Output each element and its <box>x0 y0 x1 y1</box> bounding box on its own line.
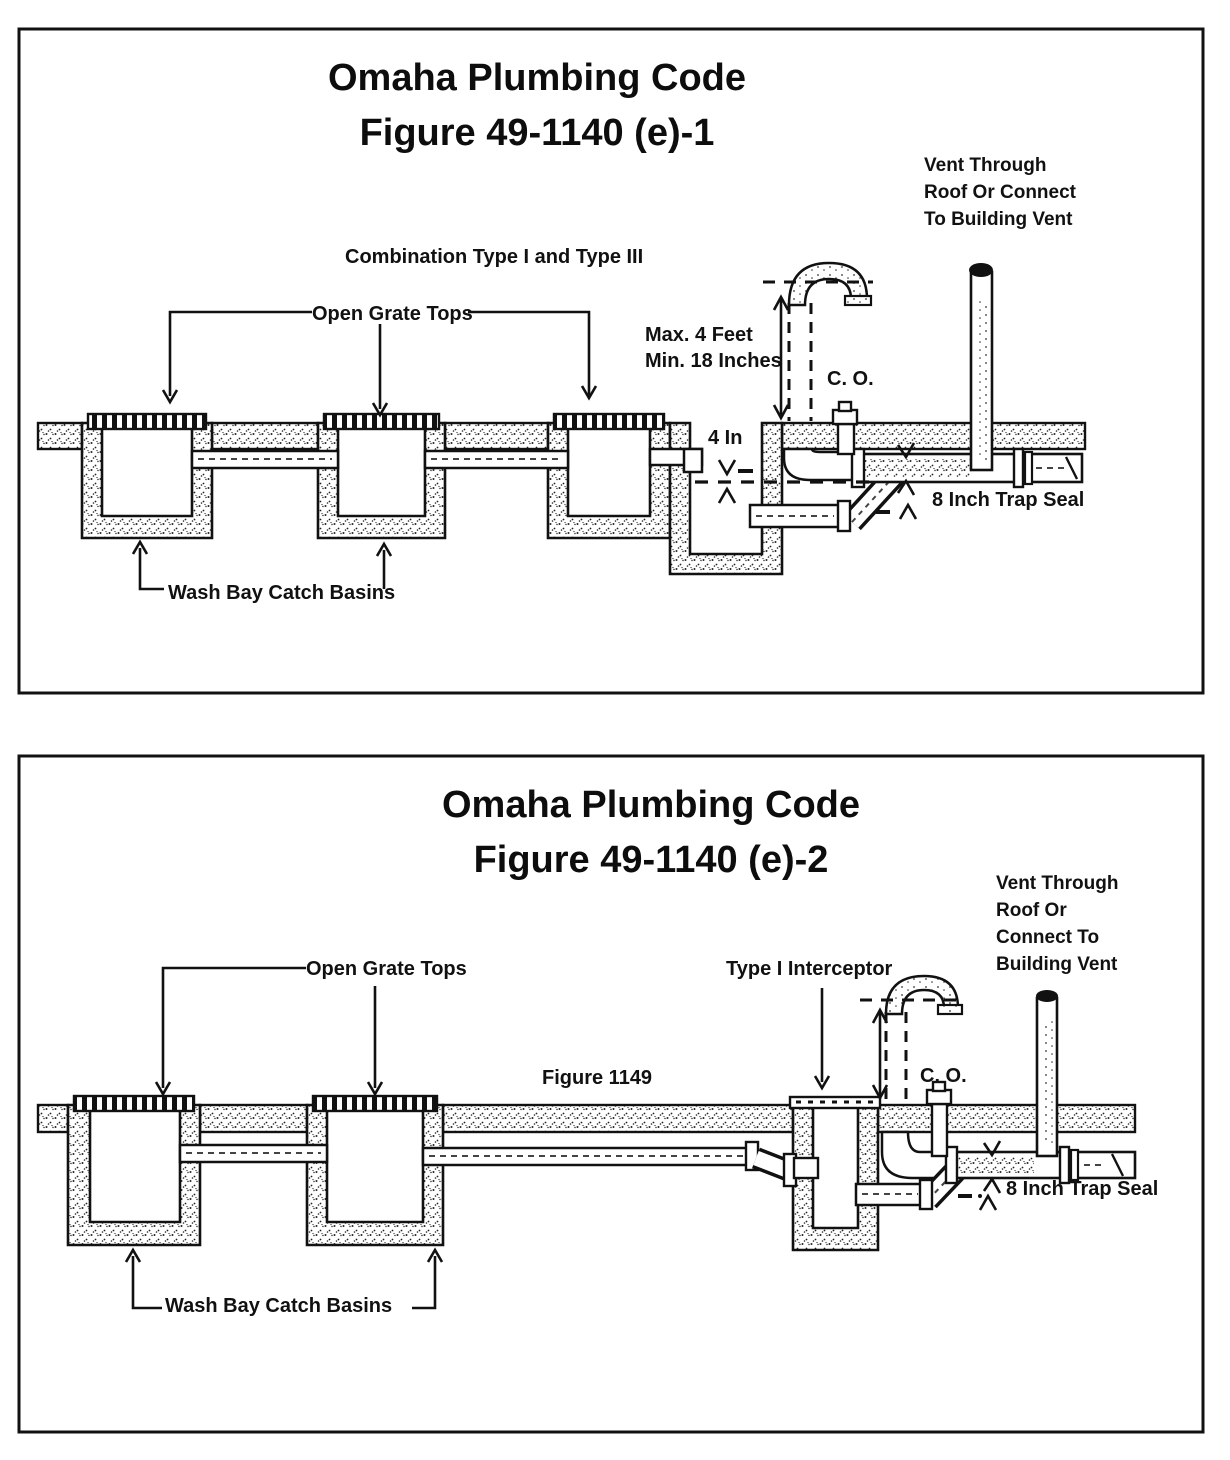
figure1-cleanout-label: C. O. <box>827 368 874 390</box>
figure2-vent-note: Vent Through Roof Or Connect To Building… <box>996 873 1119 975</box>
open-grate-tops <box>72 1094 439 1113</box>
grate <box>311 1094 439 1113</box>
label-leaders <box>124 966 831 1310</box>
figure1-title-line2: Figure 49-1140 (e)-1 <box>359 112 715 154</box>
figure1-combination-label: Combination Type I and Type III <box>345 246 644 268</box>
interceptor-vent <box>763 261 873 421</box>
interceptor-vent <box>860 974 964 1102</box>
pipe-coupling <box>836 499 852 533</box>
roof-vent-pipe <box>969 263 994 472</box>
open-grate-tops <box>86 412 666 431</box>
wash-bay-catch-basins <box>80 421 784 576</box>
vent-cap <box>1036 990 1058 1002</box>
arrow-up <box>375 541 393 557</box>
arrow-down <box>161 389 179 405</box>
figure2-trap-seal-label: 8 Inch Trap Seal <box>1006 1178 1159 1200</box>
pipe-open-end <box>1064 456 1079 480</box>
arrow-down <box>371 402 389 418</box>
ground-slab <box>36 1103 1137 1134</box>
vent-height-dimension-arrow <box>772 294 790 421</box>
grate <box>72 1094 196 1113</box>
figure2-drawing <box>17 754 1205 1434</box>
trap-seal-marks <box>876 442 918 520</box>
pipe-coupling <box>1023 450 1034 486</box>
figure1-title-line1: Omaha Plumbing Code <box>327 57 747 99</box>
figure1-border <box>17 27 1205 695</box>
arrow-down <box>580 385 598 401</box>
roof-vent-pipe <box>1035 990 1059 1158</box>
building-drain-pipe <box>944 1145 1137 1185</box>
trap-seal-marks <box>958 1140 1002 1211</box>
figure2-interceptor-label: Type I Interceptor <box>726 958 893 980</box>
vent-cap <box>969 263 993 277</box>
open-grate-leader-left <box>161 966 306 1088</box>
arrow-up <box>124 1247 142 1263</box>
interceptor-lid <box>788 1095 882 1110</box>
open-grate-leader-right <box>468 310 591 398</box>
wash-bay-leader-right <box>412 1256 437 1310</box>
open-grate-leader-left <box>168 310 312 396</box>
pipe-open-end <box>1110 1153 1125 1177</box>
pipe-coupling <box>1069 1148 1080 1182</box>
ground-slab <box>36 421 1087 451</box>
figure1-drawing <box>17 27 1205 695</box>
figure2-catch-basins-label: Wash Bay Catch Basins <box>165 1295 393 1317</box>
interceptor-outlet-pipe <box>748 499 852 533</box>
wash-bay-leader-left <box>138 548 164 591</box>
figure1-inlet-drop-label: 4 In <box>708 427 743 449</box>
interceptor-outlet-pipe <box>854 1178 934 1211</box>
label-leaders <box>131 310 598 591</box>
basin-connector-pipes <box>178 1143 755 1167</box>
figure2-border <box>17 754 1205 1434</box>
figure1-catch-basins-label: Wash Bay Catch Basins <box>168 582 396 604</box>
cleanout-fitting <box>831 400 859 456</box>
wash-bay-leader-left <box>131 1256 162 1310</box>
inlet-drop-dimension-marks <box>717 459 753 504</box>
figure2-cleanout-label: C. O. <box>920 1065 967 1087</box>
figure2-title-line1: Omaha Plumbing Code <box>441 784 861 826</box>
arrow-down <box>154 1081 172 1097</box>
grate <box>86 412 208 431</box>
figure1-vent-note: Vent Through Roof Or Connect To Building… <box>924 155 1076 230</box>
interceptor-inlet <box>744 1140 820 1188</box>
inlet-dip-tube <box>682 447 704 474</box>
pipe-coupling <box>1058 1145 1071 1185</box>
figure1-max-min-label: Max. 4 Feet Min. 18 Inches <box>645 324 782 372</box>
pipe-coupling <box>1012 447 1025 489</box>
pipe-coupling <box>944 1145 959 1185</box>
arrow-down <box>813 1075 831 1091</box>
vent-flange <box>843 294 873 307</box>
vent-height-dimension-arrow <box>871 1007 889 1101</box>
pipe-coupling <box>850 447 866 489</box>
vent-flange <box>936 1003 964 1016</box>
figure1-open-grate-label: Open Grate Tops <box>312 303 473 325</box>
pipe-coupling <box>918 1178 934 1211</box>
basin-connector-pipes <box>190 447 704 474</box>
building-drain-pipe <box>850 447 1084 489</box>
figure2-open-grate-label: Open Grate Tops <box>306 958 467 980</box>
cleanout-fitting <box>925 1080 953 1158</box>
grate <box>322 412 441 431</box>
arrow-down <box>366 1081 384 1097</box>
figure2-title-line2: Figure 49-1140 (e)-2 <box>473 839 829 881</box>
arrow-up <box>131 539 149 555</box>
grate <box>552 412 666 431</box>
figure2-figure-ref-label: Figure 1149 <box>542 1067 653 1089</box>
arrow-up <box>426 1247 444 1263</box>
figure1-trap-seal-label: 8 Inch Trap Seal <box>932 489 1085 511</box>
